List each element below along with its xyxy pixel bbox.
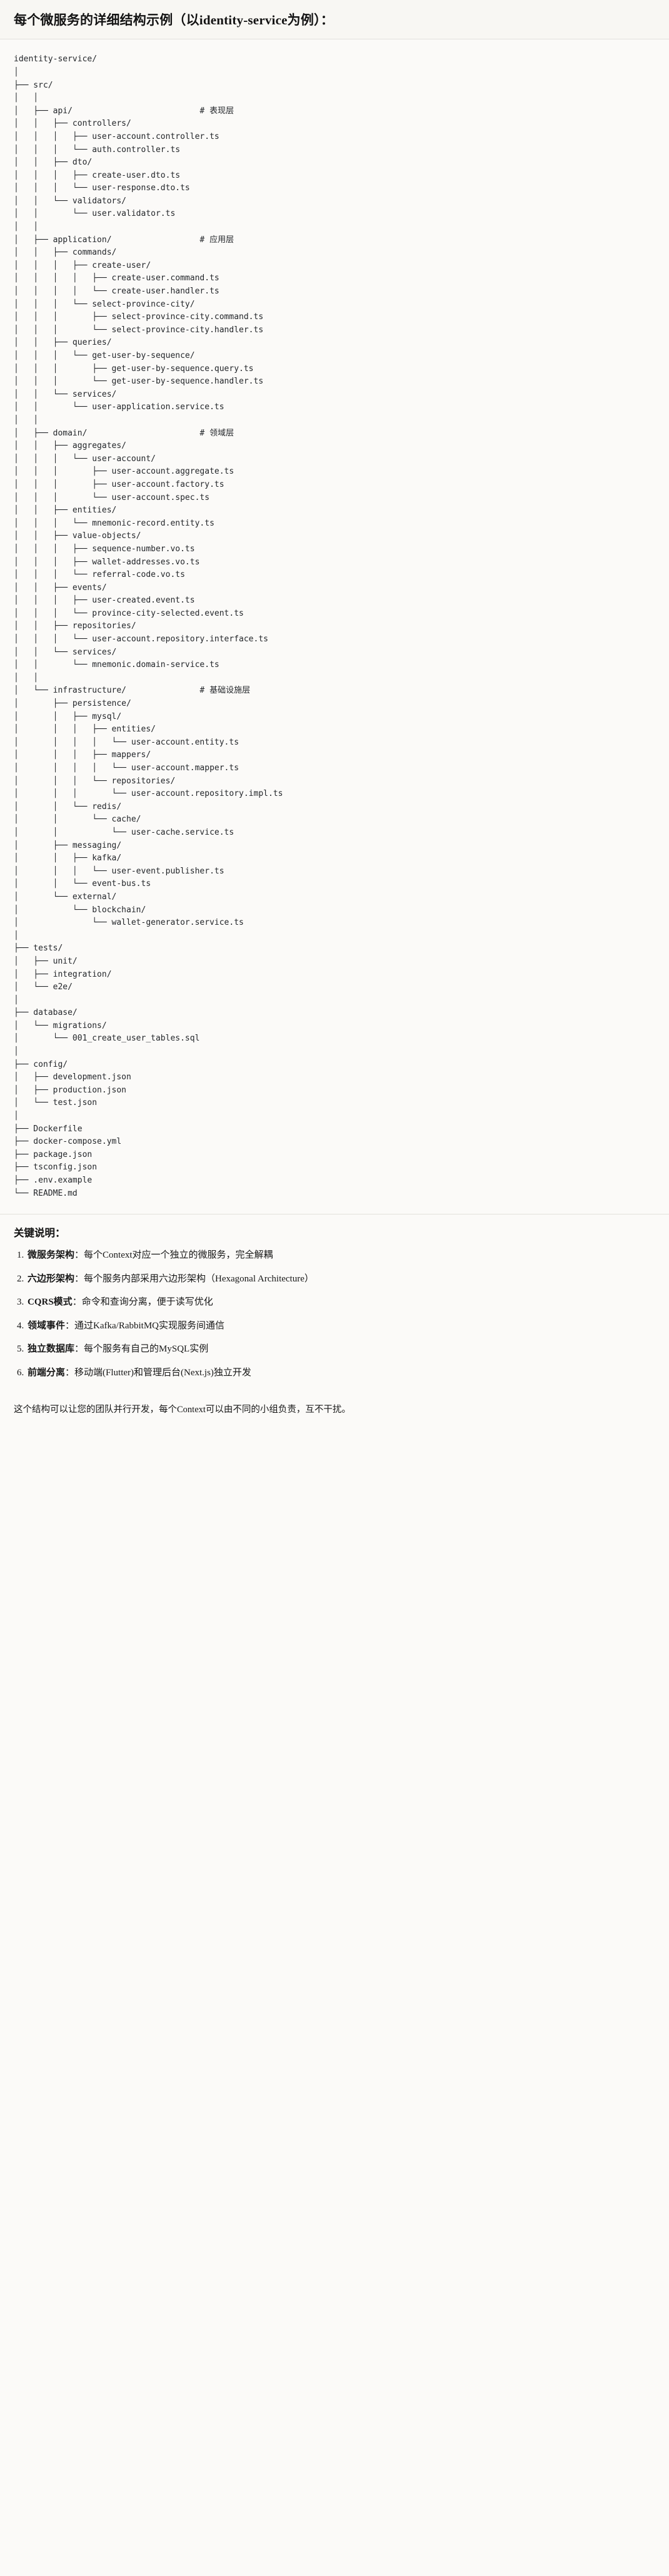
key-notes-section: 关键说明： 微服务架构：每个Context对应一个独立的微服务，完全解耦 六边形… xyxy=(0,1214,669,1396)
key-notes-heading: 关键说明： xyxy=(14,1227,66,1240)
list-item: 六边形架构：每个服务内部采用六边形架构（Hexagonal Architectu… xyxy=(26,1272,655,1286)
note-desc: ：每个Context对应一个独立的微服务，完全解耦 xyxy=(74,1250,273,1261)
note-term: 前端分离 xyxy=(28,1367,66,1378)
list-item: 微服务架构：每个Context对应一个独立的微服务，完全解耦 xyxy=(26,1248,655,1263)
note-term: 微服务架构 xyxy=(28,1250,75,1261)
note-desc: ：每个服务有自己的MySQL实例 xyxy=(74,1344,209,1355)
note-term: 六边形架构 xyxy=(28,1273,75,1284)
note-desc: ：通过Kafka/RabbitMQ实现服务间通信 xyxy=(65,1320,224,1331)
note-term: 独立数据库 xyxy=(28,1344,75,1355)
document-page: 每个微服务的详细结构示例（以identity-service为例）： ident… xyxy=(0,0,669,1417)
note-term: CQRS模式 xyxy=(28,1297,73,1308)
list-item: CQRS模式：命令和查询分离，便于读写优化 xyxy=(26,1295,655,1310)
note-desc: ：命令和查询分离，便于读写优化 xyxy=(72,1297,213,1308)
list-item: 独立数据库：每个服务有自己的MySQL实例 xyxy=(26,1342,655,1357)
key-notes-list: 微服务架构：每个Context对应一个独立的微服务，完全解耦 六边形架构：每个服… xyxy=(14,1248,655,1380)
directory-tree: identity-service/ │ ├── src/ │ │ │ ├── a… xyxy=(14,54,283,1198)
closing-paragraph: 这个结构可以让您的团队并行开发，每个Context可以由不同的小组负责，互不干扰… xyxy=(14,1405,351,1415)
page-title: 每个微服务的详细结构示例（以identity-service为例）： xyxy=(14,13,334,28)
note-desc: ：每个服务内部采用六边形架构（Hexagonal Architecture） xyxy=(74,1273,314,1284)
list-item: 领域事件：通过Kafka/RabbitMQ实现服务间通信 xyxy=(26,1319,655,1333)
list-item: 前端分离：移动端(Flutter)和管理后台(Next.js)独立开发 xyxy=(26,1366,655,1380)
directory-tree-block: identity-service/ │ ├── src/ │ │ │ ├── a… xyxy=(0,39,669,1207)
document-header: 每个微服务的详细结构示例（以identity-service为例）： xyxy=(0,0,669,40)
note-term: 领域事件 xyxy=(28,1320,66,1331)
note-desc: ：移动端(Flutter)和管理后台(Next.js)独立开发 xyxy=(65,1367,251,1378)
